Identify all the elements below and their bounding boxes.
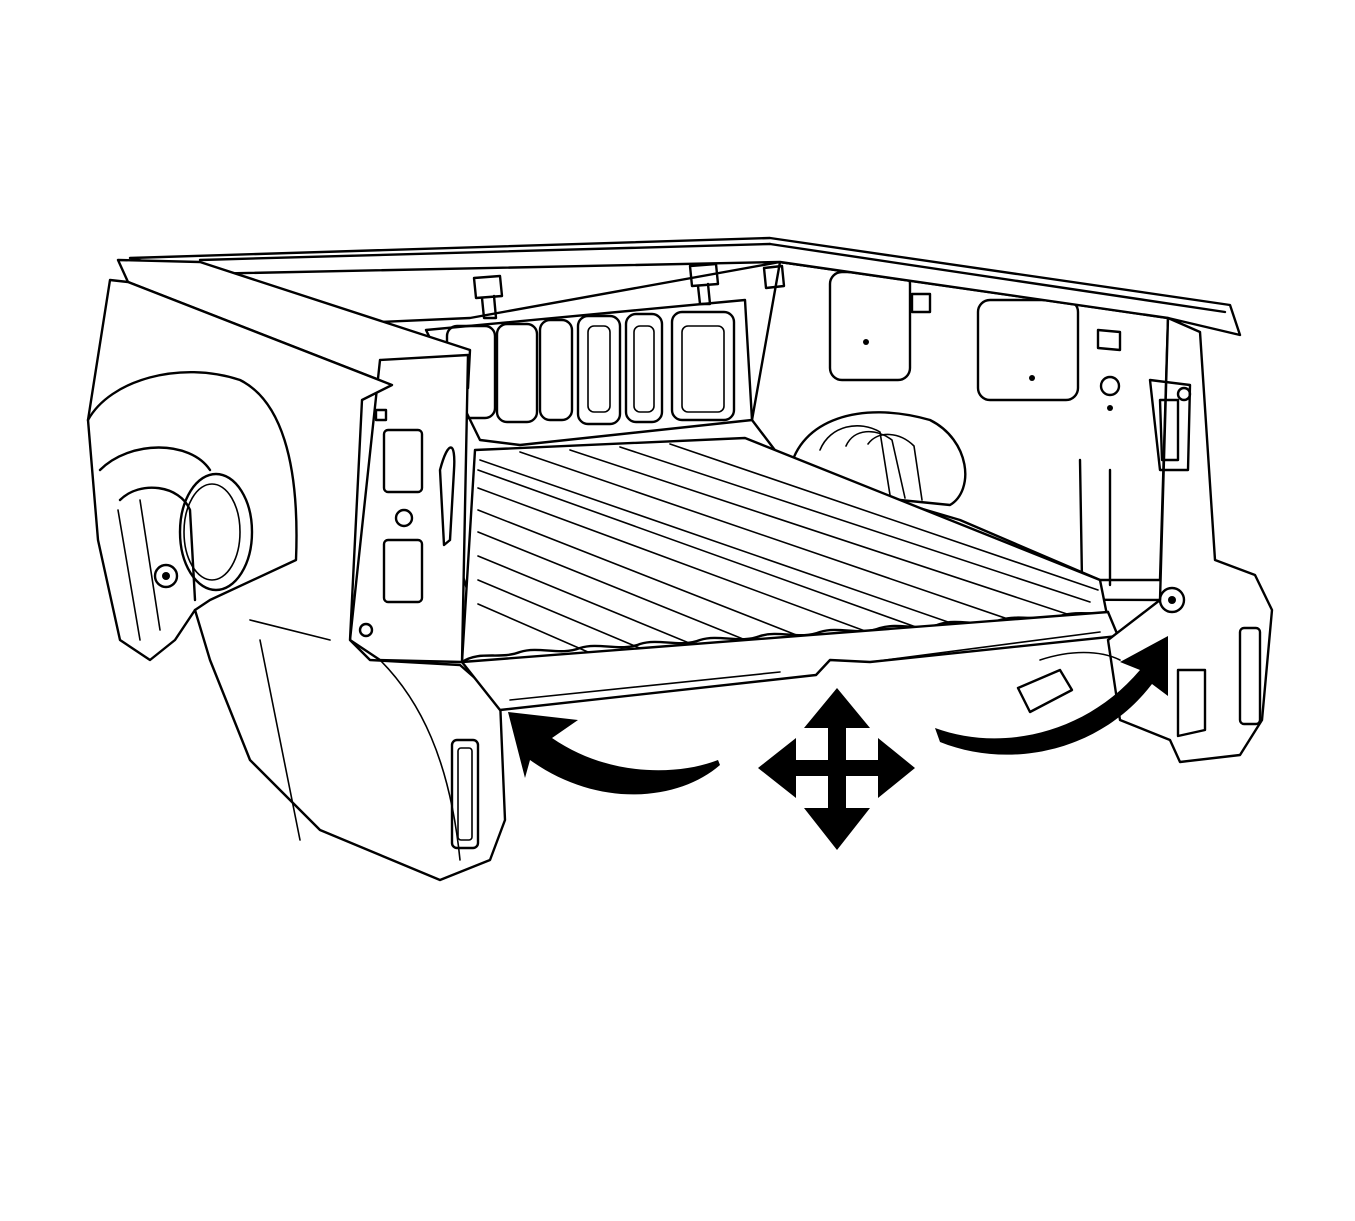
curved-arrow-right-icon — [935, 636, 1168, 755]
move-arrows-icon — [758, 688, 915, 850]
left-bedside — [86, 258, 507, 882]
right-side-wall — [750, 260, 1170, 587]
curved-arrow-left-icon — [508, 712, 720, 795]
rear-sill — [460, 610, 1120, 712]
top-rails — [128, 236, 1242, 337]
